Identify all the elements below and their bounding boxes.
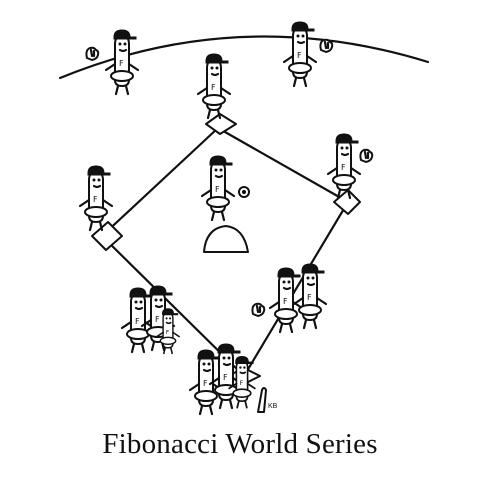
second-baseman [196,52,232,120]
second-base-bag [205,113,237,135]
right-fielder [282,20,334,88]
caption: Fibonacci World Series [102,428,378,460]
right-foul-players [251,262,328,334]
first-base-bag [333,189,361,215]
pitcher-mound [203,225,249,253]
artist-signature: KB [268,403,278,410]
third-baseman [78,164,114,232]
pitcher [200,154,250,222]
home-batters [188,342,256,416]
third-base-bag [91,221,123,251]
first-baseman [326,132,374,200]
bat [257,387,267,413]
left-foul-players [120,284,180,355]
left-fielder [85,28,140,96]
outfield-arc [58,35,430,80]
